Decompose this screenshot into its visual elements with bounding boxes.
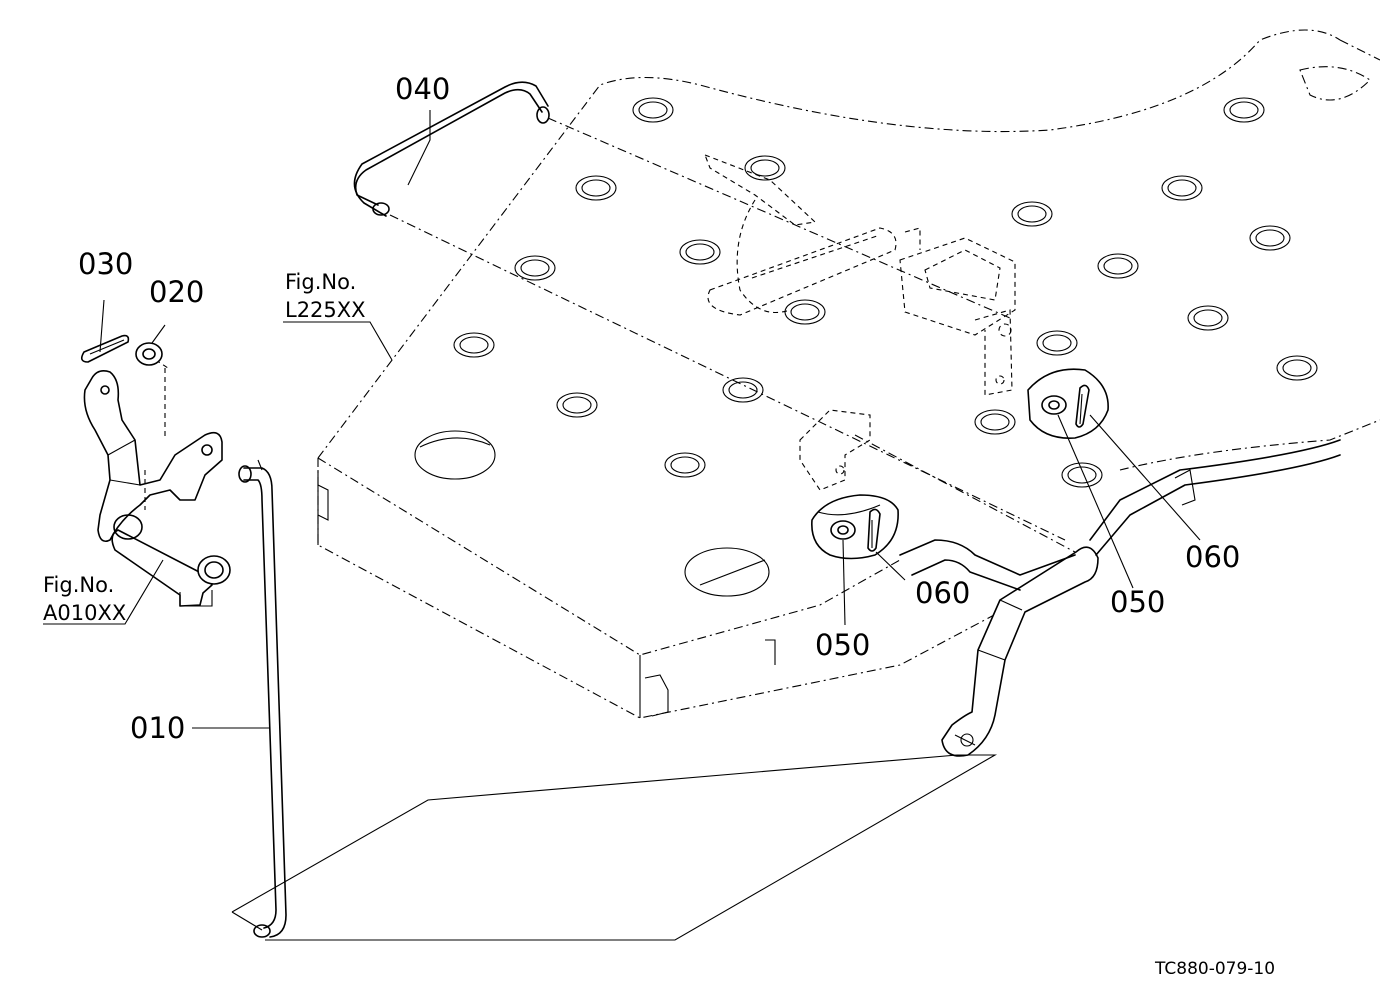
washer-020: [135, 342, 163, 366]
fig-ref-label-2: Fig.No.: [43, 573, 114, 597]
drawing-code: TC880-079-10: [1154, 959, 1275, 979]
assembly-lines: [389, 117, 1091, 561]
cotter-pin-060-right: [1075, 384, 1090, 428]
fig-ref-code-1: L225XX: [285, 298, 366, 322]
washer-050-center: [830, 520, 856, 540]
cotter-pin-060-center: [867, 508, 881, 552]
lever-arm: [899, 439, 1341, 757]
label-040: 040: [395, 72, 450, 106]
part-labels: 010 020 030 040 050 050 060 060 Fig.No. …: [43, 72, 1275, 979]
cotter-pin-030: [80, 334, 130, 363]
pedal-bracket: [83, 354, 231, 607]
floor-plane: [231, 754, 998, 941]
grommets: [453, 97, 1318, 488]
pivot-boss-right: [1027, 368, 1109, 439]
rod-040: [353, 81, 550, 217]
label-060-right: 060: [1185, 540, 1240, 574]
rod-010: [238, 459, 287, 938]
label-060-center: 060: [915, 576, 970, 610]
label-020: 020: [149, 275, 204, 309]
label-050-right: 050: [1110, 585, 1165, 619]
floor-plate: [317, 29, 1380, 719]
label-050-center: 050: [815, 628, 870, 662]
fig-ref-label-1: Fig.No.: [285, 270, 356, 294]
washer-050-right: [1041, 395, 1067, 415]
fig-ref-code-2: A010XX: [43, 601, 126, 625]
label-010: 010: [130, 711, 185, 745]
pedal-assembly: [704, 154, 1016, 491]
leader-lines: [43, 110, 1201, 729]
label-030: 030: [78, 247, 133, 281]
